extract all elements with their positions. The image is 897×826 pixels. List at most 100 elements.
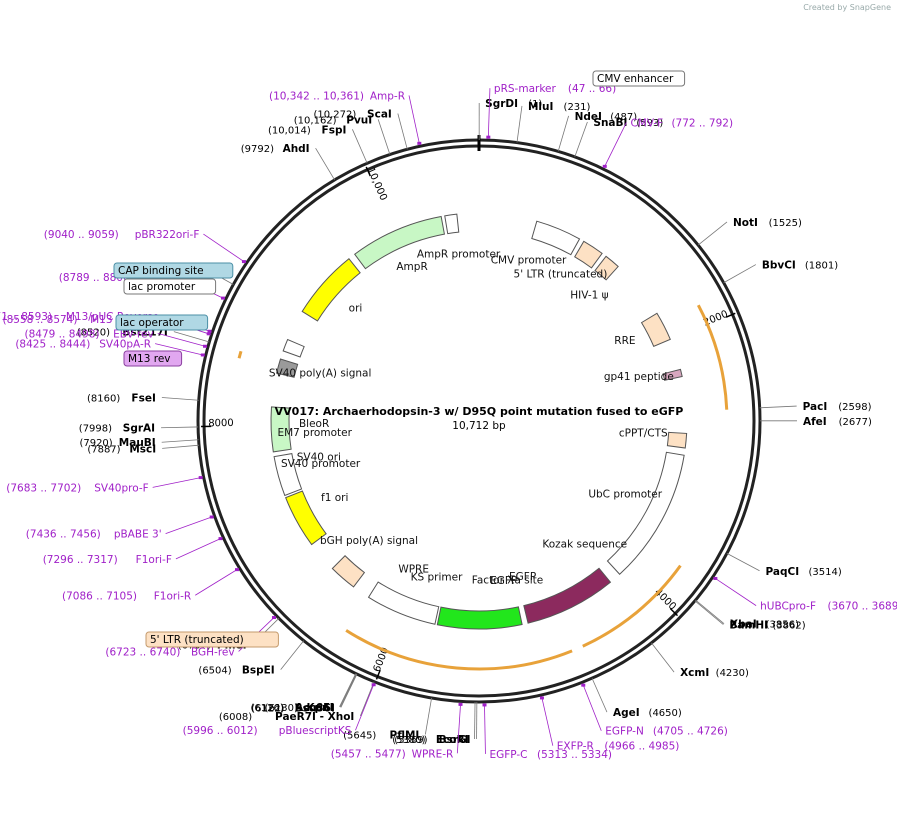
feature-gp41-peptide xyxy=(662,368,683,381)
feature-label: SV40 promoter xyxy=(281,458,361,470)
feature-label: cPPT/CTS xyxy=(619,428,668,440)
primer-range: (4705 .. 4726) xyxy=(653,726,728,738)
site-name: BspEI xyxy=(242,665,275,677)
site-name: PaqCI xyxy=(766,566,800,578)
site-name: AhdI xyxy=(283,143,310,155)
primer-range: (5457 .. 5477) xyxy=(331,748,406,760)
site-name: FseI xyxy=(131,393,155,405)
site-leader xyxy=(161,397,199,401)
site-name: KpnI xyxy=(306,702,333,714)
primer-leader xyxy=(715,578,757,606)
site-name: FspI xyxy=(322,124,347,136)
orf-arc xyxy=(237,350,243,359)
site-name: PacI xyxy=(803,401,828,413)
primer-name: EGFP-C xyxy=(489,749,527,761)
primer-name: SV40pro-F xyxy=(94,482,148,494)
feature-label: Kozak sequence xyxy=(542,539,627,551)
site-leader xyxy=(574,121,588,157)
site-position: (6008) xyxy=(219,712,252,723)
primer-name: pBABE 3' xyxy=(114,529,162,541)
feature-label: ori xyxy=(349,303,363,315)
primer-mark xyxy=(458,702,463,706)
feature-bgh-poly-a-signal xyxy=(331,555,366,588)
site-leader xyxy=(173,331,210,343)
feature-label: RRE xyxy=(614,335,635,347)
site-name: EcoRI xyxy=(436,734,469,746)
site-leader xyxy=(697,221,728,246)
site-position: (7998) xyxy=(79,424,112,435)
feature-label: WPRE xyxy=(398,564,429,576)
map-length: 10,712 bp xyxy=(452,420,506,432)
site-position: (2598) xyxy=(838,402,871,413)
primer-leader xyxy=(487,88,491,138)
label-box xyxy=(123,278,217,295)
site-position: (1525) xyxy=(769,218,802,229)
orf-arc xyxy=(582,564,682,648)
site-name: PvuI xyxy=(346,114,372,126)
boxed-label: 5' LTR (truncated) xyxy=(150,634,244,646)
primer-mark xyxy=(602,164,607,168)
site-leader xyxy=(516,105,523,143)
site-position: (231) xyxy=(564,102,591,113)
primer-name: WPRE-R xyxy=(412,748,454,760)
primer-range: (7086 .. 7105) xyxy=(62,590,137,602)
label-box xyxy=(113,262,234,279)
site-leader xyxy=(162,444,200,449)
site-name: NotI xyxy=(733,217,758,229)
primer-leader xyxy=(541,697,554,746)
site-name: BsrGI xyxy=(439,734,471,746)
primer-mark xyxy=(241,260,246,264)
feature-lac-promoter xyxy=(282,338,305,358)
site-name: BbvCI xyxy=(762,260,796,272)
primer-leader xyxy=(195,569,238,596)
feature-label: BleoR xyxy=(299,418,329,430)
primer-mark xyxy=(482,703,487,707)
site-position: (10,014) xyxy=(268,125,311,136)
site-leader xyxy=(651,642,675,673)
primer-range: (7683 .. 7702) xyxy=(6,482,81,494)
site-position: (10,272) xyxy=(313,110,356,121)
site-name: SgrDI xyxy=(485,98,518,110)
feature-label: CMV promoter xyxy=(491,255,567,267)
primer-mark xyxy=(218,537,223,541)
site-position: (3862) xyxy=(772,621,805,632)
site-name: AfeI xyxy=(803,416,827,428)
primer-mark xyxy=(200,353,205,357)
site-position: (8160) xyxy=(87,394,120,405)
primer-leader xyxy=(175,538,221,560)
tick-label: 10,000 xyxy=(365,166,389,202)
primer-leader xyxy=(355,684,375,731)
feature-label: f1 ori xyxy=(321,492,348,504)
site-leader xyxy=(161,439,199,443)
primer-name: Amp-R xyxy=(370,90,405,102)
primer-mark xyxy=(203,344,208,348)
site-position: (5380) xyxy=(392,735,425,746)
primer-leader xyxy=(604,122,627,167)
feature-label: bGH poly(A) signal xyxy=(320,535,418,547)
boxed-label: CMV enhancer xyxy=(597,73,674,85)
site-name: BamHI xyxy=(729,620,768,632)
primer-name: SV40pA-R xyxy=(99,339,151,351)
primer-mark xyxy=(581,683,586,687)
site-leader xyxy=(474,701,476,739)
tick-mark xyxy=(375,669,381,680)
feature-label: Factor Xa site xyxy=(472,575,543,587)
primer-name: EGFP-N xyxy=(605,726,644,738)
feature-cmv-promoter xyxy=(531,220,581,256)
feature-label: EGFP xyxy=(490,575,517,587)
site-leader xyxy=(723,264,757,284)
primer-mark xyxy=(417,141,422,145)
primer-leader xyxy=(155,343,203,356)
feature-ampr-promoter xyxy=(444,213,460,235)
primer-mark xyxy=(207,329,212,333)
tick-label: 4000 xyxy=(652,587,678,613)
site-leader xyxy=(280,640,305,670)
site-position: (487) xyxy=(610,112,637,123)
site-leader xyxy=(315,147,335,181)
feature-label: gp41 peptide xyxy=(604,371,674,383)
primer-leader xyxy=(484,704,486,754)
primer-range: (8558 .. 8574) xyxy=(2,314,77,326)
site-name: AgeI xyxy=(613,707,640,719)
site-leader xyxy=(339,673,357,707)
site-position: (6126) xyxy=(251,703,284,714)
